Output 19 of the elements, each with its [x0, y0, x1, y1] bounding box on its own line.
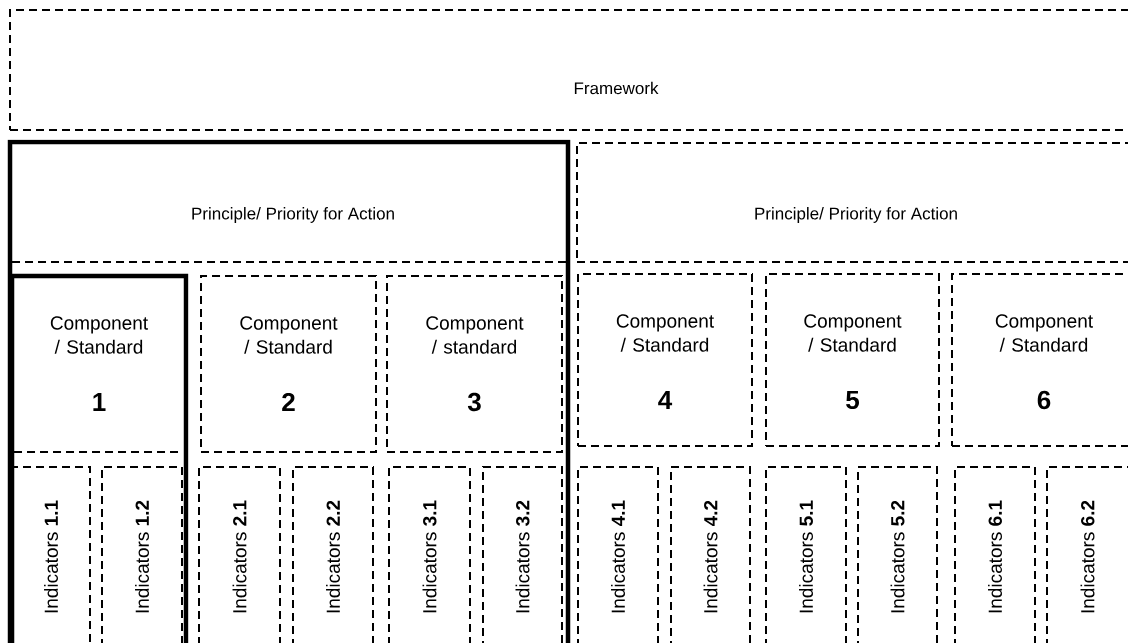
component-box: Component / Standard 6: [951, 273, 1128, 447]
component-box: Component / Standard 5: [765, 273, 940, 447]
indicator-box: Indicators 6.2: [1046, 466, 1128, 643]
indicator-box: Indicators 5.2: [857, 466, 938, 643]
indicator-box: Indicators 1.1: [11, 466, 91, 643]
indicator-box: Indicators 6.1: [954, 466, 1036, 643]
indicator-box: Indicators 4.1: [577, 466, 659, 643]
component-box: Component / Standard 2: [200, 275, 377, 453]
indicator-box: Indicators 3.1: [388, 466, 471, 643]
framework-band: Framework: [9, 9, 1128, 131]
component-box: Component / Standard 4: [577, 273, 753, 447]
component-box: Component / standard 3: [386, 275, 563, 453]
principle-box: Principle/ Priority for Action: [576, 142, 1128, 263]
indicator-box: Indicators 2.2: [292, 466, 374, 643]
indicator-box: Indicators 3.2: [482, 466, 563, 643]
indicator-box: Indicators 5.1: [765, 466, 847, 643]
indicator-box: Indicators 1.2: [101, 466, 183, 643]
indicator-box: Indicators 4.2: [670, 466, 751, 643]
indicator-box: Indicators 2.1: [198, 466, 281, 643]
